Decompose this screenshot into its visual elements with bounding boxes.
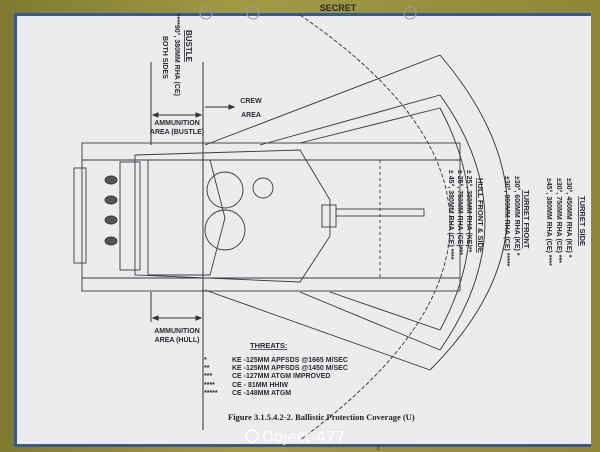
binder-holes <box>199 6 417 20</box>
turret-front-title: TURRET FRONT <box>522 190 531 249</box>
turret-front-item: ±30°, 600MM RHA (KE) * <box>513 176 521 256</box>
turret-side-item: ±30°, 750MM RHA (CE) *** <box>555 178 563 263</box>
ammo-hull-label-1: AMMUNITION <box>154 328 200 335</box>
hull-front-item: ± 25°, 350MM RHA (KE)** <box>465 170 473 253</box>
threat-text: CE -148MM ATGM <box>232 390 291 397</box>
threat-marker: ***** <box>204 390 218 397</box>
ammo-hull-label-2: AREA (HULL) <box>155 337 200 344</box>
turret-side-item: ±30°, 450MM RHA (KE) * <box>565 178 573 258</box>
threat-text: CE - 81MM HHIW <box>232 382 288 389</box>
threat-marker: ** <box>204 365 210 372</box>
bustle-title: BUSTLE <box>184 30 193 63</box>
crew-area-label-2: AREA <box>241 112 261 119</box>
turret-side-item: ±45°, 380MM RHA (CE) **** <box>545 178 553 266</box>
threat-marker: *** <box>204 373 212 380</box>
threats-list: * KE -125MM APFSDS @1665 M/SEC ** KE -12… <box>204 357 348 397</box>
threat-marker: * <box>204 357 207 364</box>
area-markers <box>150 62 236 430</box>
ammo-bustle-label-2: AREA (BUSTLE) <box>150 129 204 136</box>
ammo-bustle-label-1: AMMUNITION <box>154 120 200 127</box>
turret-front-item: ±30°, 900MM RHA (CE) ***** <box>503 176 511 267</box>
bustle-note: BOTH SIDES <box>161 36 168 79</box>
weibo-watermark: Object-477 <box>245 428 345 446</box>
bustle-spec: ****90°, 380MM RHA (CE) <box>173 14 181 96</box>
threat-text: KE -125MM APFSDS @1665 M/SEC <box>232 357 348 364</box>
watermark-text: Object-477 <box>262 428 345 446</box>
crew-area-label-1: CREW <box>240 98 262 105</box>
hull-front-item: ± 25°, 750MM RHA (CE)*** <box>456 170 464 255</box>
document-page <box>14 13 591 447</box>
page-number: 3 <box>376 446 380 452</box>
threat-text: CE -127MM ATGM IMPROVED <box>232 373 330 380</box>
threat-text: KE -125MM APFSDS @1450 M/SEC <box>232 365 348 372</box>
classification-header: SECRET <box>320 3 357 13</box>
hull-front-title: HULL FRONT & SIDE <box>476 178 485 253</box>
figure-caption: Figure 3.1.5.4.2-2. Ballistic Protection… <box>228 412 415 422</box>
weibo-icon <box>245 429 259 443</box>
coverage-lines <box>204 14 508 441</box>
hull-front-item: ± 45°, 380MM RHA (CE) **** <box>447 170 455 260</box>
threat-marker: **** <box>204 382 215 389</box>
threats-title: THREATS: <box>250 341 287 350</box>
turret-side-title: TURRET SIDE <box>578 196 587 246</box>
tank-top-view <box>73 142 461 292</box>
